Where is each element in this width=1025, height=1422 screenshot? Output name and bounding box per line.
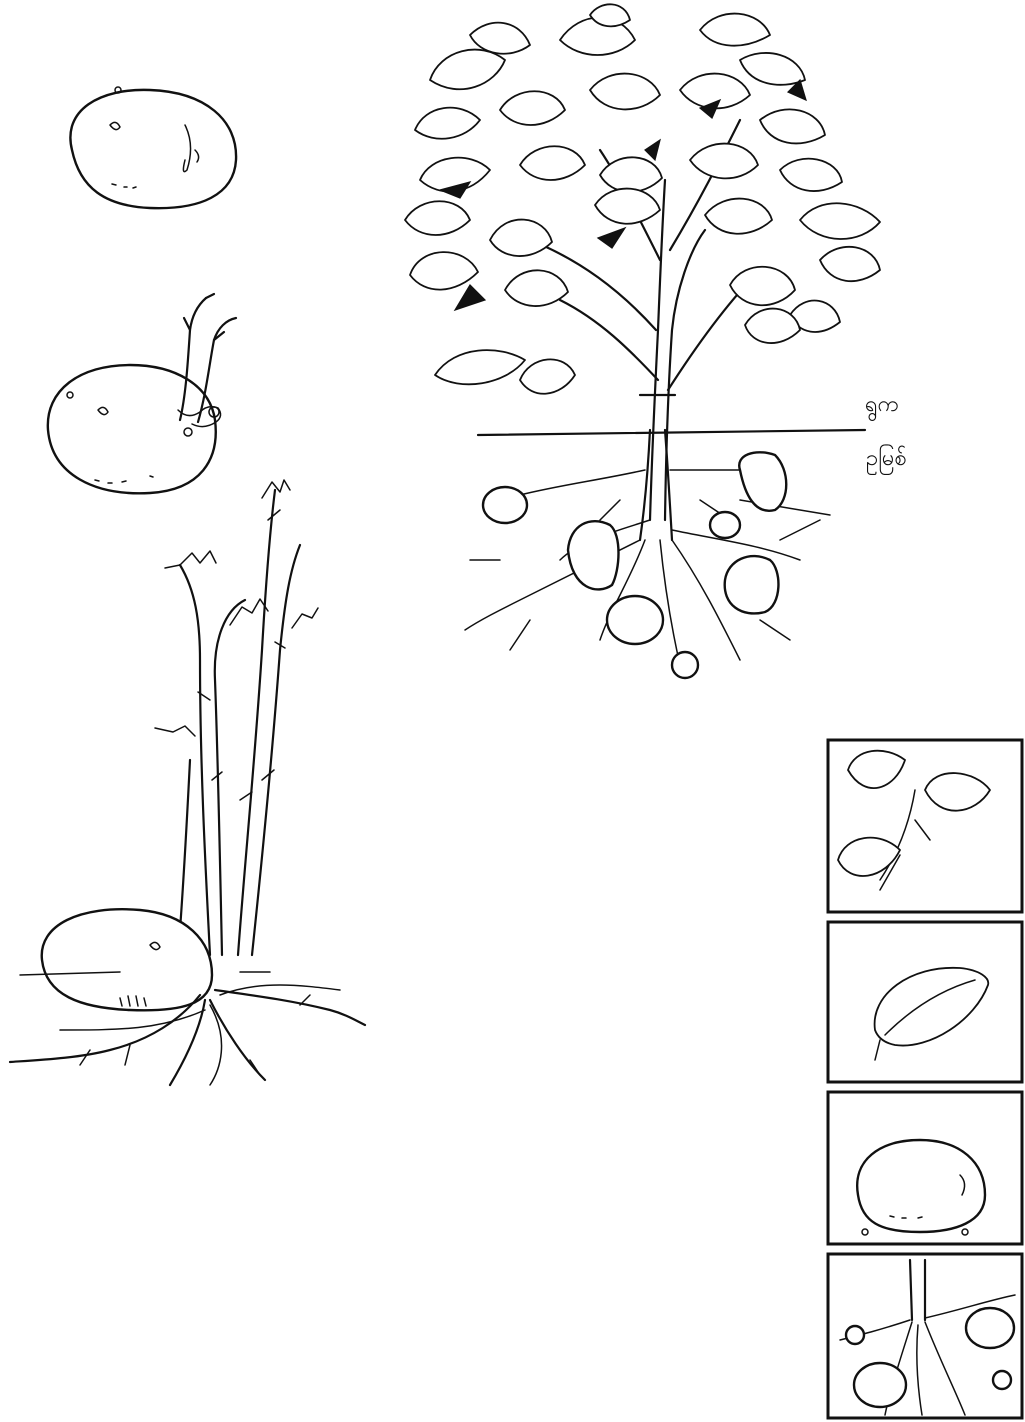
stage-sprouting-tuber <box>48 294 236 493</box>
panel-leaf-branch <box>828 740 1022 912</box>
stage-mature-plant <box>405 4 880 678</box>
stage-whole-tuber <box>70 87 236 208</box>
panel-tuber <box>828 1092 1022 1244</box>
panel-single-leaf <box>828 922 1022 1082</box>
tuber-label: ဥမြစ် <box>866 448 907 470</box>
panel-roots-with-tubers <box>828 1254 1022 1418</box>
leaf-label: ရွက <box>865 394 899 416</box>
stage-young-shoots <box>10 480 365 1085</box>
